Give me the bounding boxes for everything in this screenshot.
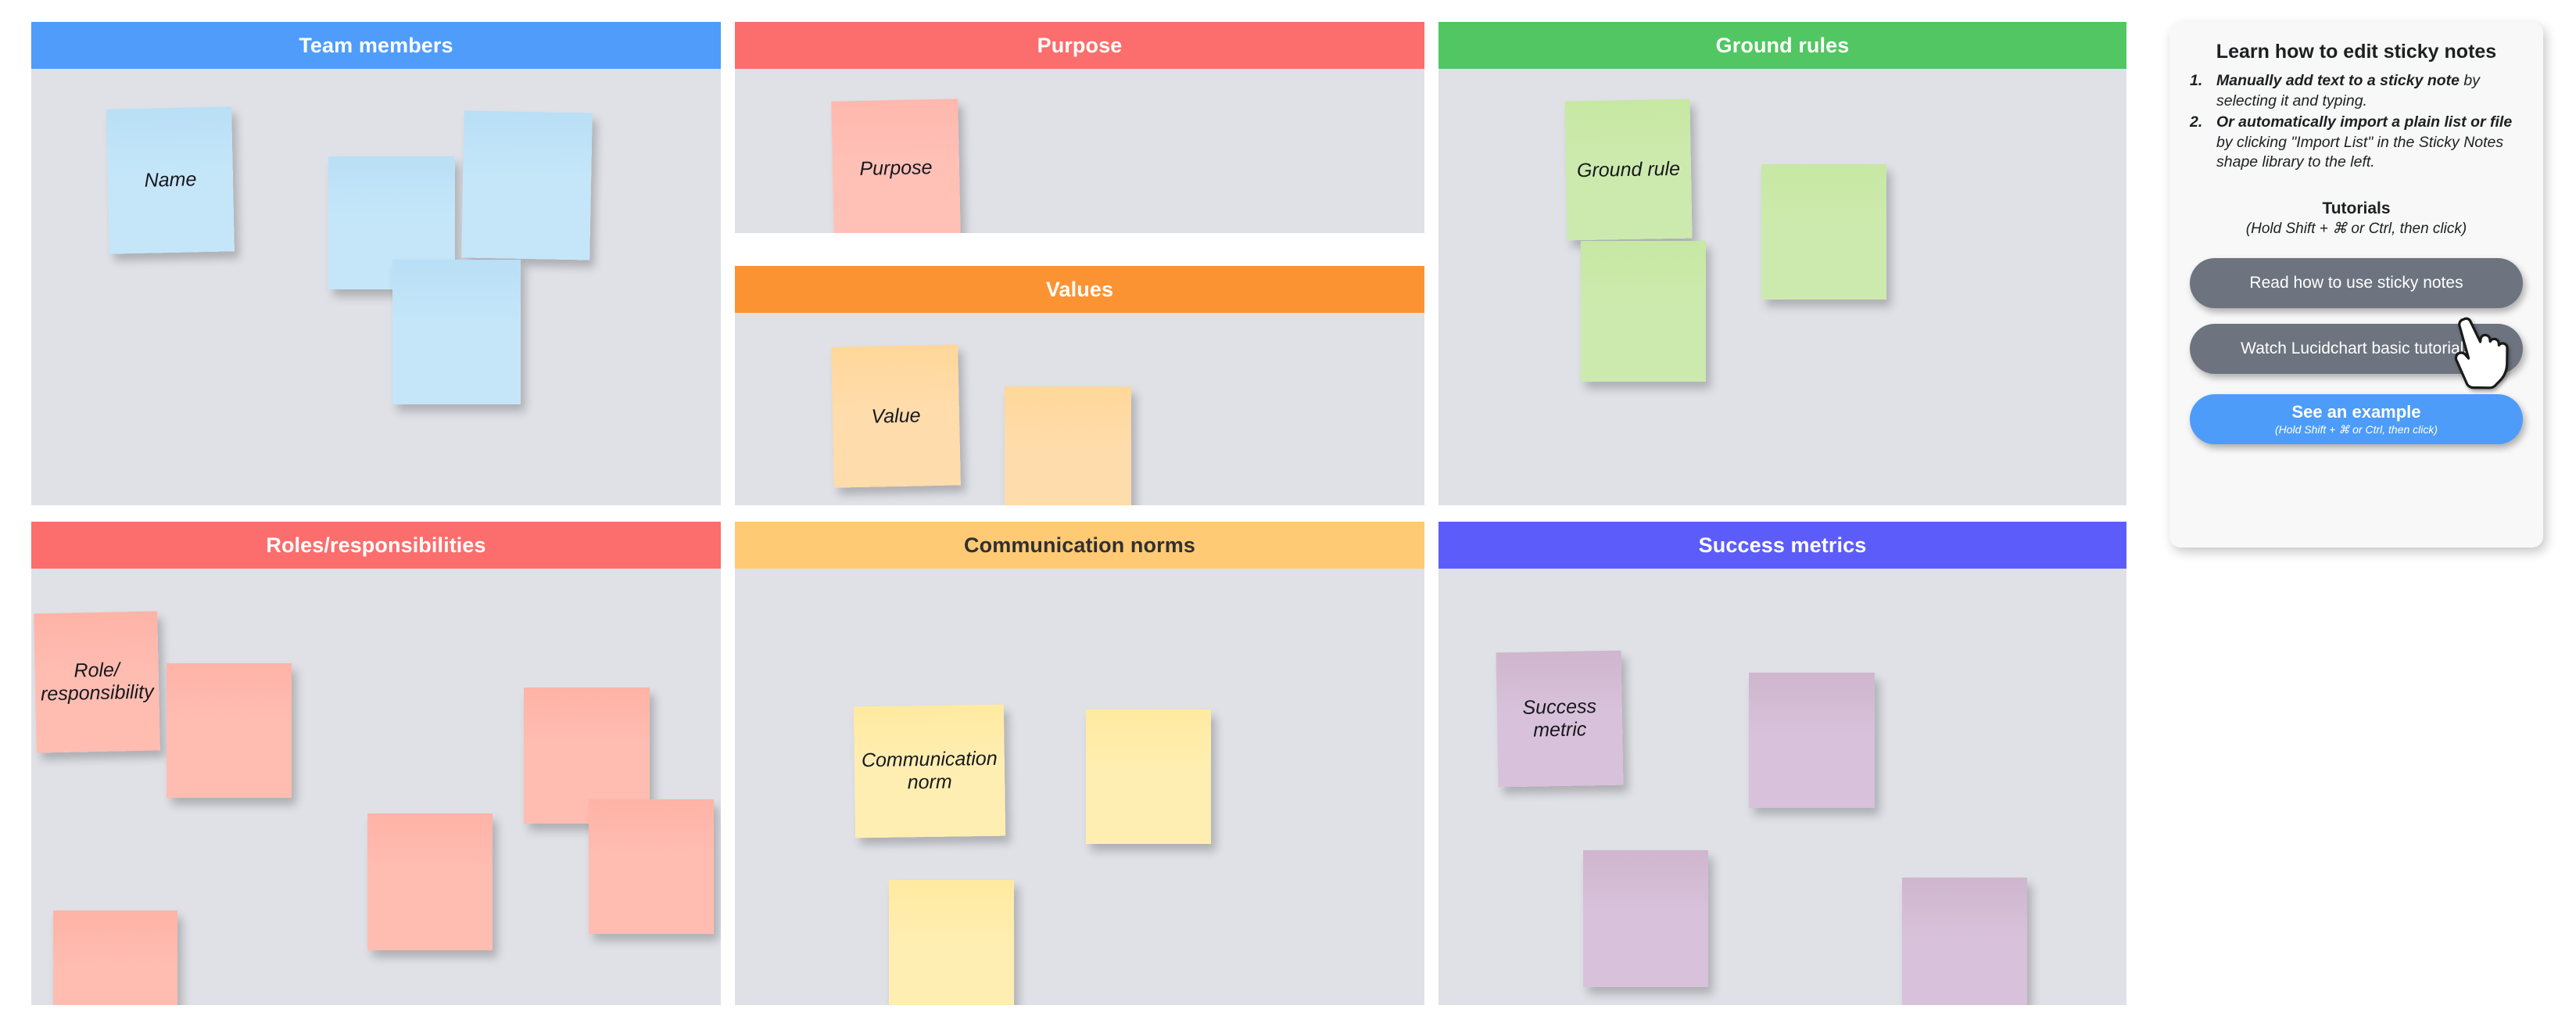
- instruction-list: 1. Manually add text to a sticky note by …: [2190, 71, 2523, 173]
- panel-header-success-metrics[interactable]: Success metrics: [1438, 522, 2126, 569]
- sticky-note-label: Success metric: [1522, 695, 1597, 741]
- panel-body-roles-responsibilities: Role/ responsibility: [31, 569, 721, 1005]
- panel-header-team-members[interactable]: Team members: [31, 22, 721, 69]
- sticky-note[interactable]: Success metric: [1496, 650, 1624, 788]
- sticky-note[interactable]: [1749, 673, 1875, 808]
- sticky-note[interactable]: [1086, 709, 1211, 844]
- sticky-note-label: Ground rule: [1576, 157, 1681, 181]
- panel-body-values: Value: [735, 313, 1424, 505]
- instruction-text-rest: by clicking "Import List" in the Sticky …: [2216, 133, 2504, 171]
- panel-header-roles-responsibilities[interactable]: Roles/responsibilities: [31, 522, 721, 569]
- button-watch-lucidchart-tutorials[interactable]: Watch Lucidchart basic tutorials: [2190, 323, 2523, 374]
- sticky-note[interactable]: [1005, 386, 1131, 505]
- instruction-number: 2.: [2190, 113, 2203, 131]
- button-spacer: [2190, 374, 2523, 394]
- sticky-note-label: Communication norm: [861, 748, 998, 794]
- button-sublabel: (Hold Shift + ⌘ or Ctrl, then click): [2274, 422, 2438, 436]
- sticky-note[interactable]: [1583, 850, 1708, 987]
- button-see-an-example[interactable]: See an example(Hold Shift + ⌘ or Ctrl, t…: [2190, 393, 2523, 444]
- sticky-note[interactable]: Value: [831, 344, 961, 488]
- sticky-note[interactable]: [1902, 878, 2027, 1005]
- panel-header-communication-norms[interactable]: Communication norms: [735, 522, 1424, 569]
- sticky-note[interactable]: Name: [106, 106, 235, 254]
- sticky-note[interactable]: [367, 813, 493, 950]
- sticky-note[interactable]: Purpose: [831, 99, 961, 233]
- instruction-item: 2. Or automatically import a plain list o…: [2190, 113, 2523, 173]
- sticky-note[interactable]: [53, 910, 177, 1005]
- button-read-sticky-notes[interactable]: Read how to use sticky notes: [2190, 257, 2523, 308]
- card-title: Learn how to edit sticky notes: [2216, 41, 2497, 63]
- button-label: See an example: [2291, 401, 2421, 422]
- panel-body-ground-rules: Ground rule: [1438, 69, 2126, 505]
- button-spacer: [2190, 308, 2523, 324]
- sticky-note-label: Name: [144, 168, 197, 192]
- tutorials-subheading: (Hold Shift + ⌘ or Ctrl, then click): [2245, 220, 2467, 237]
- instruction-text-bold: Manually add text to a sticky note: [2216, 72, 2460, 89]
- panel-header-purpose[interactable]: Purpose: [735, 22, 1424, 69]
- tutorials-heading: Tutorials: [2322, 199, 2391, 217]
- instruction-text-bold: Or automatically import a plain list or …: [2216, 113, 2513, 131]
- panel-header-values[interactable]: Values: [735, 266, 1424, 313]
- instruction-card: Learn how to edit sticky notes 1. Manuall…: [2169, 22, 2543, 548]
- sticky-note[interactable]: [589, 799, 714, 934]
- sticky-note[interactable]: [1581, 241, 1706, 382]
- panel-header-ground-rules[interactable]: Ground rules: [1438, 22, 2126, 69]
- instruction-text: Or automatically import a plain list or …: [2216, 113, 2523, 173]
- panel-body-purpose: Purpose: [735, 69, 1424, 233]
- instruction-text-rest: by selecting it and typing.: [2216, 72, 2481, 110]
- sticky-note[interactable]: [889, 880, 1014, 1005]
- instruction-item: 1. Manually add text to a sticky note by …: [2190, 71, 2523, 111]
- sticky-note[interactable]: [461, 110, 593, 260]
- instruction-number: 1.: [2190, 72, 2203, 89]
- panel-body-team-members: Name: [31, 69, 721, 505]
- sticky-note[interactable]: [167, 663, 292, 798]
- sticky-note-label: Value: [871, 404, 921, 428]
- button-label: Watch Lucidchart basic tutorials: [2241, 339, 2472, 357]
- sticky-note-label: Purpose: [859, 156, 933, 181]
- sticky-note[interactable]: Ground rule: [1564, 99, 1693, 241]
- instruction-text: Manually add text to a sticky note by se…: [2216, 71, 2523, 111]
- panel-body-communication-norms: Communication norm: [735, 569, 1424, 1005]
- sticky-note[interactable]: [1761, 164, 1886, 300]
- sticky-note[interactable]: Role/ responsibility: [34, 611, 160, 753]
- sticky-note-label: Role/ responsibility: [40, 659, 154, 705]
- panel-body-success-metrics: Success metric: [1438, 569, 2126, 1005]
- sticky-note[interactable]: Communication norm: [853, 704, 1006, 838]
- button-label: Read how to use sticky notes: [2249, 273, 2463, 292]
- sticky-note[interactable]: [392, 260, 521, 404]
